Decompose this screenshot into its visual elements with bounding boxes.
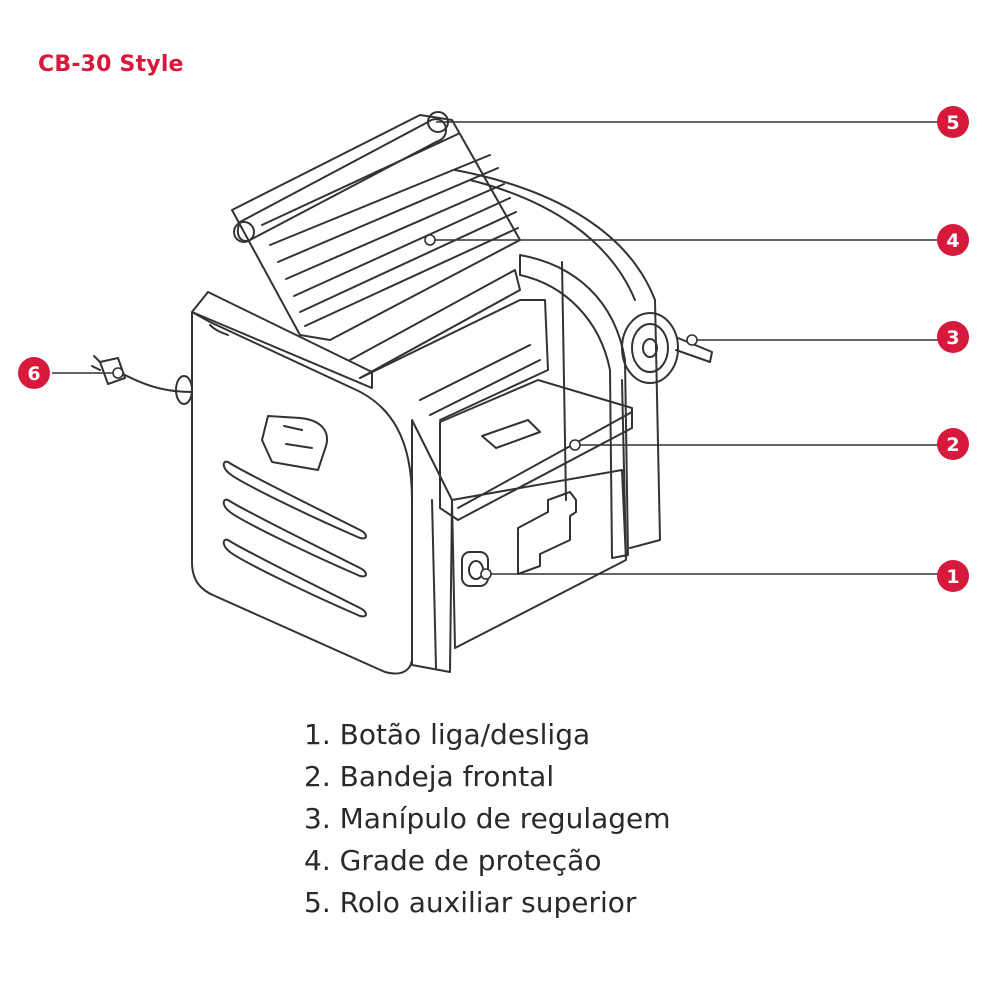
callout-3-leader — [686, 334, 940, 346]
callout-badge-6: 6 — [18, 357, 50, 389]
diagram-title: CB-30 Style — [38, 52, 184, 77]
back-housing — [454, 169, 661, 549]
callout-badge-2: 2 — [937, 428, 969, 460]
adjustment-handwheel — [621, 312, 713, 384]
power-cord — [91, 355, 193, 405]
svg-text:1: 1 — [946, 566, 959, 588]
legend: 1. Botão liga/desliga 2. Bandeja frontal… — [304, 714, 671, 924]
legend-item: 2. Bandeja frontal — [304, 760, 555, 793]
front-tray — [439, 379, 633, 521]
side-panel — [191, 291, 413, 675]
legend-item: 3. Manípulo de regulagem — [304, 802, 671, 835]
callout-badge-4: 4 — [937, 224, 969, 256]
callout-2-leader — [569, 439, 940, 451]
front-box — [451, 469, 627, 649]
callout-badge-1: 1 — [937, 560, 969, 592]
svg-text:2: 2 — [946, 434, 959, 456]
svg-text:3: 3 — [946, 327, 959, 349]
legend-item: 5. Rolo auxiliar superior — [304, 886, 637, 919]
callout-1-leader — [480, 568, 940, 580]
svg-text:5: 5 — [946, 112, 959, 134]
callout-badge-3: 3 — [937, 321, 969, 353]
svg-text:6: 6 — [27, 363, 40, 385]
legend-item: 1. Botão liga/desliga — [304, 718, 591, 751]
right-frame — [519, 254, 629, 559]
callout-badge-5: 5 — [937, 106, 969, 138]
roller-chamber — [349, 269, 549, 421]
callout-4-leader — [424, 234, 940, 246]
legend-item: 4. Grade de proteção — [304, 844, 602, 877]
machine-diagram: 5 4 3 2 1 6 — [18, 106, 969, 675]
callout-6-leader — [52, 367, 124, 379]
svg-text:4: 4 — [946, 230, 959, 252]
